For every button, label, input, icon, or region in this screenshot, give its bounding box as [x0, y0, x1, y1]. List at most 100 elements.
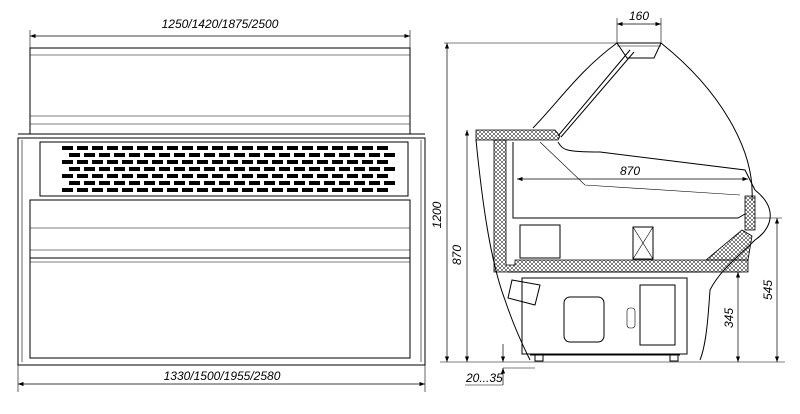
grille-slot [249, 153, 260, 157]
grille-slot [332, 160, 343, 164]
grille-slot [122, 188, 133, 192]
grille-slot [182, 160, 193, 164]
grille-slot [92, 160, 103, 164]
grille-slot [309, 153, 320, 157]
grille-slot [362, 174, 373, 178]
grille-slot [182, 188, 193, 192]
grille-slot [137, 174, 148, 178]
front-top-width-label: 1250/1420/1875/2500 [162, 17, 279, 31]
front-top-dimension: 1250/1420/1875/2500 [29, 17, 411, 60]
grille-slot [219, 181, 230, 185]
grille-slot [144, 153, 155, 157]
grille-slot [369, 153, 380, 157]
grille-slot [354, 167, 365, 171]
grille-slot [107, 188, 118, 192]
dimension-counter-height: 870 [450, 130, 470, 362]
ventilation-grille [39, 141, 409, 197]
grille-slot [144, 181, 155, 185]
shelf-inner-line [539, 141, 741, 196]
grille-slot [249, 167, 260, 171]
grille-slot [234, 153, 245, 157]
grille-slot [204, 153, 215, 157]
compressor [563, 296, 605, 343]
grille-slot [294, 167, 305, 171]
grille-slot [197, 174, 208, 178]
grille-slot [242, 188, 253, 192]
rear-body-line [475, 139, 531, 361]
grille-slot [62, 188, 73, 192]
total-height-label: 1200 [430, 201, 444, 228]
grille-slot [114, 167, 125, 171]
grille-slot [377, 146, 388, 150]
dimension-leg-adjust: 20...35 [465, 344, 535, 386]
grille-slot [197, 188, 208, 192]
grille-slot [294, 181, 305, 185]
shelf-height-label: 545 [761, 280, 775, 300]
dimension-total-height: 1200 [430, 42, 617, 362]
depth-label: 870 [620, 164, 640, 178]
grille-slot [219, 167, 230, 171]
grille-slot [197, 160, 208, 164]
grille-slot [377, 160, 388, 164]
grille-slot [227, 160, 238, 164]
grille-slot [129, 181, 140, 185]
grille-slot [264, 181, 275, 185]
grille-slot [272, 174, 283, 178]
grille-slot [234, 181, 245, 185]
grille-slot [122, 174, 133, 178]
grille-slot [362, 146, 373, 150]
grille-slot [212, 188, 223, 192]
grille-slot [324, 153, 335, 157]
grille-slot [302, 188, 313, 192]
grille-slot [167, 174, 178, 178]
grille-slot [264, 153, 275, 157]
grille-slot [384, 181, 395, 185]
grille-slot [137, 160, 148, 164]
grille-slot [77, 174, 88, 178]
grille-slot [84, 167, 95, 171]
display-canopy [29, 47, 411, 135]
grille-slot [249, 181, 260, 185]
grille-slot [339, 167, 350, 171]
grille-slot [317, 174, 328, 178]
grille-slot [362, 160, 373, 164]
dimension-depth: 870 [517, 164, 748, 182]
grille-slot [174, 153, 185, 157]
grille-slot [354, 153, 365, 157]
grille-slot [384, 153, 395, 157]
grille-slot [122, 160, 133, 164]
grille-slot [332, 174, 343, 178]
front-lower-panel [29, 199, 411, 359]
grille-slot [347, 174, 358, 178]
grille-slot [242, 174, 253, 178]
grille-slot [227, 146, 238, 150]
grille-slot [92, 174, 103, 178]
grille-slot [129, 167, 140, 171]
grille-slot [62, 174, 73, 178]
grille-slot [92, 188, 103, 192]
grille-slot [129, 153, 140, 157]
leg-adjust-label: 20...35 [465, 371, 503, 385]
grille-slot [354, 181, 365, 185]
grille-slot [339, 153, 350, 157]
grille-slot [62, 160, 73, 164]
grille-slot [242, 146, 253, 150]
top-counter [475, 129, 561, 141]
grille-slot [317, 188, 328, 192]
grille-slot [309, 167, 320, 171]
curved-glass [532, 42, 753, 201]
front-insulation [704, 229, 753, 261]
grille-slot [347, 160, 358, 164]
grille-slot [167, 188, 178, 192]
dimension-shelf-height: 545 [755, 217, 782, 362]
grille-slot [167, 146, 178, 150]
shelf-line [557, 141, 756, 191]
base-height-label: 345 [722, 308, 736, 328]
grille-slot [234, 167, 245, 171]
grille-slot [212, 174, 223, 178]
condenser [639, 284, 676, 346]
grille-slot [204, 167, 215, 171]
grille-slot [362, 188, 373, 192]
grille-slot [159, 167, 170, 171]
grille-slot [227, 174, 238, 178]
